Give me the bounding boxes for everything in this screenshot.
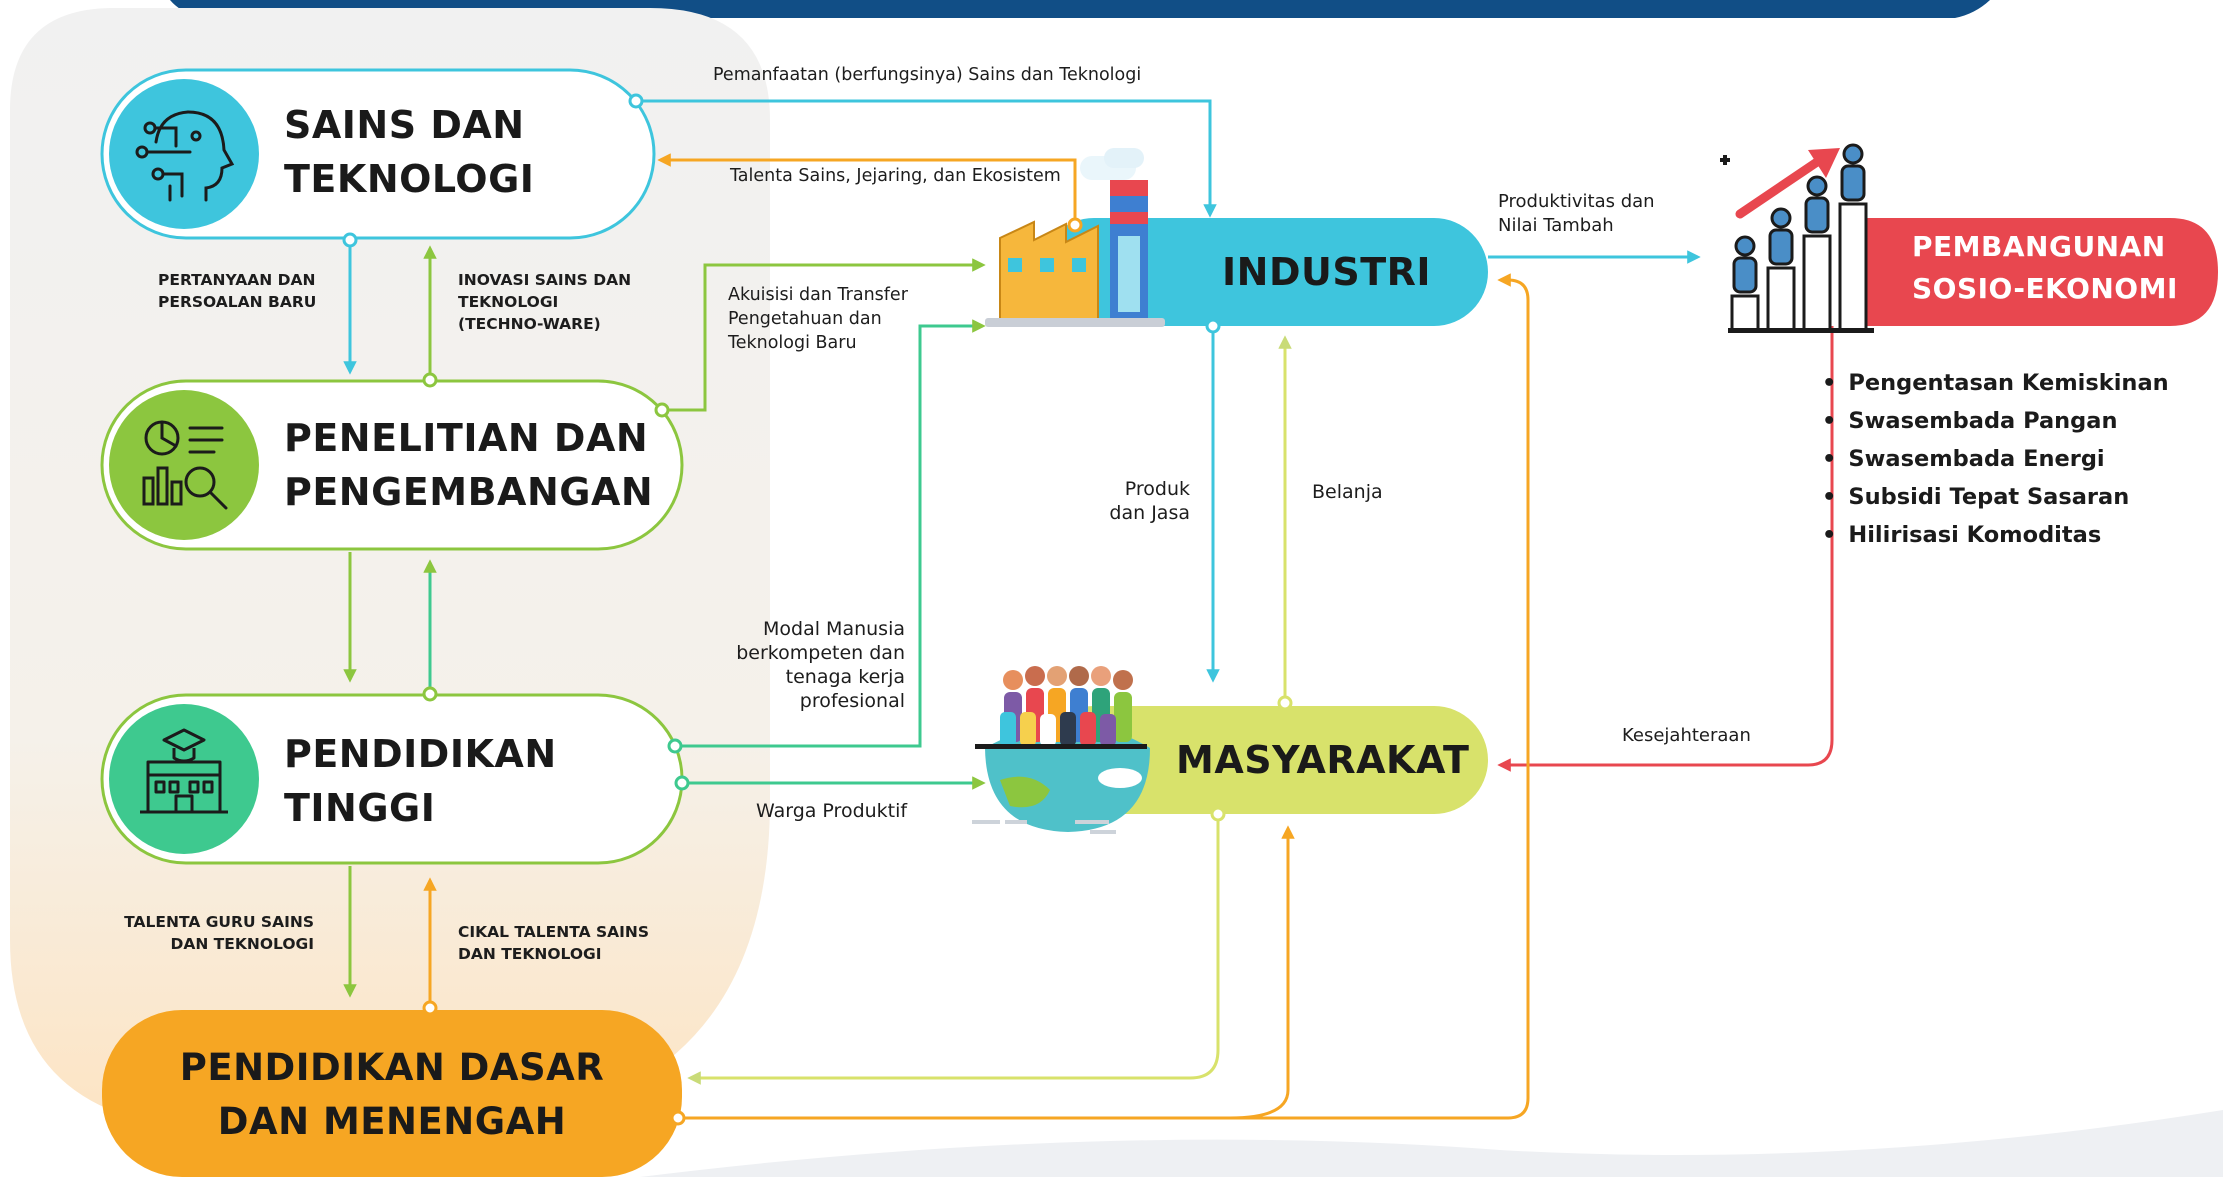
edge-dasar-industri bbox=[678, 273, 1530, 1120]
label-talenta-guru-line: TALENTA GURU SAINS bbox=[124, 913, 314, 931]
label-produktivitas-line: Nilai Tambah bbox=[1498, 215, 1614, 236]
label-akuisisi: Akuisisi dan Transfer Pengetahuan dan Te… bbox=[728, 283, 908, 355]
node-dasar-line-2: DAN MENENGAH bbox=[217, 1100, 567, 1143]
label-warga: Warga Produktif bbox=[756, 800, 908, 822]
label-akuisisi-line: Akuisisi dan Transfer bbox=[728, 285, 908, 305]
edge-dot bbox=[670, 1110, 686, 1126]
sains-icon-circle bbox=[109, 79, 259, 229]
edge-dot bbox=[1067, 217, 1083, 233]
label-akuisisi-line: Pengetahuan dan bbox=[728, 309, 882, 329]
brain-circuit-icon bbox=[135, 110, 235, 202]
label-cikal-line: CIKAL TALENTA SAINS bbox=[458, 923, 650, 941]
edge-dot bbox=[628, 93, 644, 109]
edge-dasar-masyarakat bbox=[1229, 825, 1295, 1120]
label-cikal-line: DAN TEKNOLOGI bbox=[458, 945, 602, 963]
edge-pemanfaatan bbox=[636, 99, 1217, 218]
list-item: Subsidi Tepat Sasaran bbox=[1822, 478, 2169, 516]
edge-dot bbox=[667, 738, 683, 754]
label-inovasi-line: TEKNOLOGI bbox=[458, 293, 559, 311]
growth-people-chart-icon bbox=[1720, 143, 1874, 333]
edge-masyarakat-dasar bbox=[687, 814, 1220, 1085]
list-item: Swasembada Energi bbox=[1822, 440, 2169, 478]
label-pemanfaatan: Pemanfaatan (berfungsinya) Sains dan Tek… bbox=[713, 65, 1142, 85]
edge-dot bbox=[1277, 695, 1293, 711]
label-modal-line: profesional bbox=[799, 690, 905, 712]
university-building-icon bbox=[140, 728, 228, 814]
node-pt-title: PENDIDIKAN TINGGI bbox=[284, 727, 557, 835]
list-item: Swasembada Pangan bbox=[1822, 402, 2169, 440]
node-pembangunan bbox=[1840, 218, 2218, 326]
edge-dot bbox=[1210, 806, 1226, 822]
edge-talenta-sains bbox=[657, 153, 1077, 225]
label-talenta-guru-line: DAN TEKNOLOGI bbox=[170, 935, 314, 953]
bottom-wave bbox=[640, 1110, 2223, 1177]
label-modal-line: Modal Manusia bbox=[763, 618, 905, 640]
node-pt-line-1: PENDIDIKAN bbox=[284, 732, 557, 776]
edge-dot bbox=[674, 775, 690, 791]
list-item: Hilirisasi Komoditas bbox=[1822, 516, 2169, 554]
node-masyarakat bbox=[1040, 706, 1488, 814]
node-industri bbox=[1040, 218, 1488, 326]
edge-dot bbox=[422, 1000, 438, 1016]
label-modal-line: tenaga kerja bbox=[785, 666, 905, 688]
research-chart-icon bbox=[142, 420, 228, 510]
label-produk-line: dan Jasa bbox=[1109, 502, 1190, 524]
label-produktivitas: Produktivitas dan Nilai Tambah bbox=[1498, 190, 1655, 238]
pt-icon-circle bbox=[109, 704, 259, 854]
list-item: Pengentasan Kemiskinan bbox=[1822, 364, 2168, 402]
node-industri-title: INDUSTRI bbox=[1222, 250, 1432, 294]
node-dasar-line-1: PENDIDIKAN DASAR bbox=[179, 1046, 605, 1089]
penelitian-icon-circle bbox=[109, 390, 259, 540]
node-dasar bbox=[102, 1010, 682, 1177]
node-penelitian-line-2: PENGEMBANGAN bbox=[284, 470, 654, 514]
label-pertanyaan: PERTANYAAN DAN PERSOALAN BARU bbox=[158, 269, 316, 313]
node-sains-line-1: SAINS DAN bbox=[284, 103, 525, 147]
label-akuisisi-line: Teknologi Baru bbox=[728, 333, 857, 353]
factory-icon bbox=[985, 148, 1165, 327]
label-modal-line: berkompeten dan bbox=[736, 642, 905, 664]
people-globe-icon bbox=[972, 666, 1150, 834]
edge-modal bbox=[675, 319, 986, 748]
label-kesejahteraan: Kesejahteraan bbox=[1622, 725, 1751, 746]
node-masyarakat-title: MASYARAKAT bbox=[1176, 738, 1470, 782]
label-cikal: CIKAL TALENTA SAINS DAN TEKNOLOGI bbox=[458, 921, 649, 965]
node-sains-line-2: TEKNOLOGI bbox=[284, 157, 535, 201]
label-talenta-sains: Talenta Sains, Jejaring, dan Ekosistem bbox=[730, 166, 1061, 186]
node-penelitian-title: PENELITIAN DAN PENGEMBANGAN bbox=[284, 411, 653, 519]
label-produk: Produk dan Jasa bbox=[1080, 477, 1190, 525]
node-penelitian bbox=[100, 379, 684, 551]
edge-dot bbox=[422, 372, 438, 388]
node-pembangunan-line-2: SOSIO-EKONOMI bbox=[1912, 272, 2178, 305]
label-produk-line: Produk bbox=[1124, 478, 1190, 500]
label-inovasi: INOVASI SAINS DAN TEKNOLOGI (TECHNO-WARE… bbox=[458, 269, 631, 335]
edge-dot bbox=[342, 232, 358, 248]
label-produktivitas-line: Produktivitas dan bbox=[1498, 191, 1655, 212]
label-pertanyaan-line: PERSOALAN BARU bbox=[158, 293, 317, 311]
node-pt-line-2: TINGGI bbox=[284, 786, 436, 830]
edge-dot bbox=[654, 402, 670, 418]
outcomes-list: Pengentasan Kemiskinan Swasembada Pangan… bbox=[1822, 364, 2169, 554]
label-inovasi-line: INOVASI SAINS DAN bbox=[458, 271, 632, 289]
label-modal: Modal Manusia berkompeten dan tenaga ker… bbox=[700, 617, 905, 713]
node-dasar-title: PENDIDIKAN DASAR DAN MENENGAH bbox=[102, 1041, 682, 1149]
label-inovasi-line: (TECHNO-WARE) bbox=[458, 315, 601, 333]
edge-kesejahteraan bbox=[1497, 326, 1834, 772]
edge-dot bbox=[1205, 318, 1221, 334]
node-pembangunan-title: PEMBANGUNAN SOSIO-EKONOMI bbox=[1912, 226, 2178, 310]
edge-dot bbox=[422, 686, 438, 702]
node-sains-title: SAINS DAN TEKNOLOGI bbox=[284, 98, 534, 206]
node-penelitian-line-1: PENELITIAN DAN bbox=[284, 416, 649, 460]
node-pembangunan-line-1: PEMBANGUNAN bbox=[1912, 230, 2166, 263]
edge-akuisisi bbox=[662, 258, 986, 412]
label-talenta-guru: TALENTA GURU SAINS DAN TEKNOLOGI bbox=[100, 911, 314, 955]
label-pertanyaan-line: PERTANYAAN DAN bbox=[158, 271, 316, 289]
label-belanja: Belanja bbox=[1312, 481, 1383, 503]
